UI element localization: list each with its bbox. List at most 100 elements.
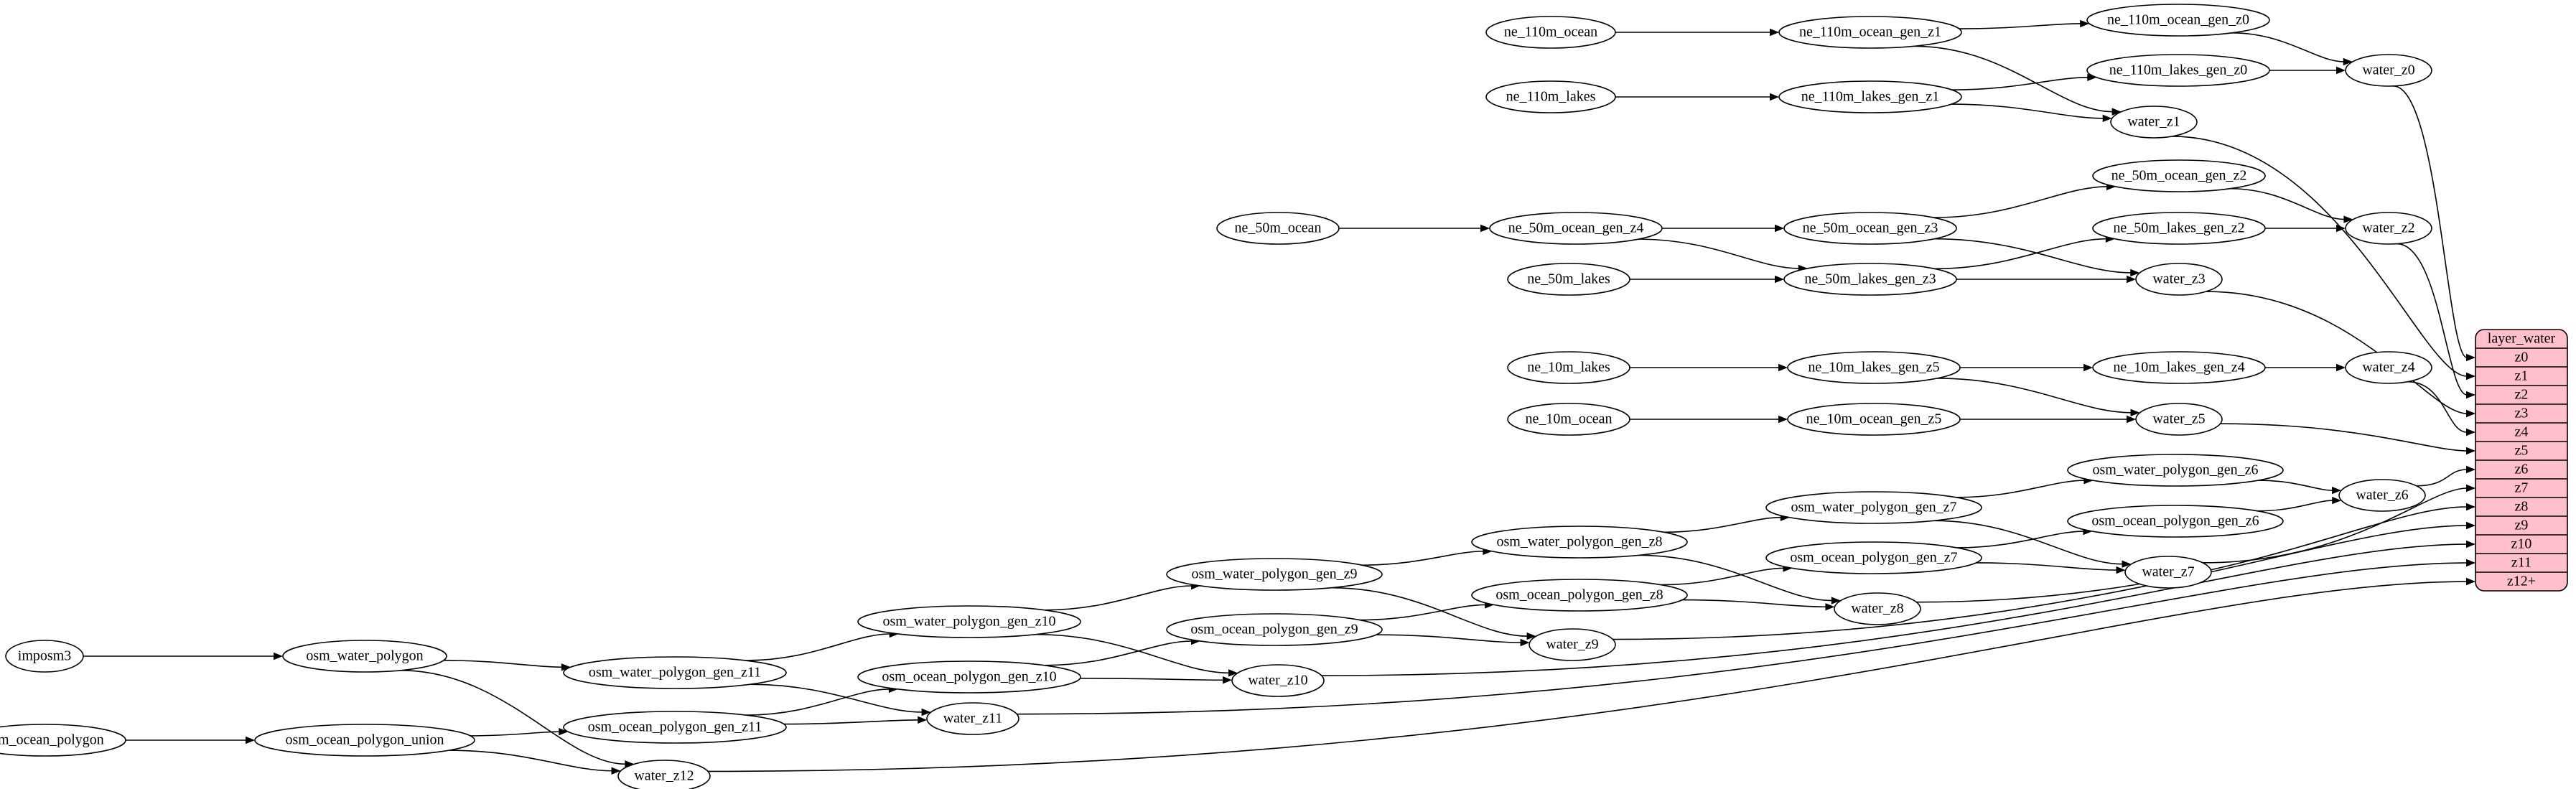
record-row-z4[interactable]: z4: [2515, 424, 2529, 440]
graph-node-ne_50m_lakes_gen_z2[interactable]: ne_50m_lakes_gen_z2: [2092, 212, 2266, 245]
graph-node-osm_ocean_polygon_union[interactable]: osm_ocean_polygon_union: [254, 724, 475, 757]
graph-node-osm_ocean_polygon_gen_z11[interactable]: osm_ocean_polygon_gen_z11: [563, 711, 787, 744]
graph-node-osm_ocean_polygon[interactable]: osm_ocean_polygon: [0, 724, 126, 757]
edge-arrowhead: [2111, 108, 2122, 116]
edge-arrowhead: [2102, 114, 2112, 123]
node-shape: [1507, 351, 1630, 384]
node-shape: [0, 724, 126, 757]
node-shape: [2345, 54, 2432, 87]
graph-node-ne_10m_ocean[interactable]: ne_10m_ocean: [1507, 403, 1630, 436]
edge-arrowhead: [561, 663, 571, 671]
graph-node-osm_ocean_polygon_gen_z9[interactable]: osm_ocean_polygon_gen_z9: [1166, 613, 1383, 646]
graph-node-ne_50m_lakes_gen_z3[interactable]: ne_50m_lakes_gen_z3: [1783, 263, 1957, 296]
node-shape: [1765, 491, 1982, 524]
record-row-z9[interactable]: z9: [2515, 518, 2529, 533]
record-row-z3[interactable]: z3: [2515, 406, 2529, 421]
graph-node-ne_110m_ocean[interactable]: ne_110m_ocean: [1485, 16, 1616, 49]
graph-node-ne_50m_ocean_gen_z3[interactable]: ne_50m_ocean_gen_z3: [1783, 212, 1957, 245]
edge-osm_ocean_polygon_union-to-water_z12: [449, 750, 612, 772]
node-shape: [1783, 212, 1957, 245]
record-row-z0[interactable]: z0: [2515, 350, 2529, 365]
graph-node-ne_110m_lakes_gen_z0[interactable]: ne_110m_lakes_gen_z0: [2086, 54, 2270, 87]
record-row-z11[interactable]: z11: [2511, 555, 2531, 571]
graph-node-osm_water_polygon_gen_z6[interactable]: osm_water_polygon_gen_z6: [2067, 454, 2284, 487]
graph-node-ne_50m_ocean_gen_z2[interactable]: ne_50m_ocean_gen_z2: [2092, 159, 2266, 192]
record-row-z8[interactable]: z8: [2515, 499, 2529, 515]
graph-node-osm_ocean_polygon_gen_z10[interactable]: osm_ocean_polygon_gen_z10: [857, 660, 1081, 694]
record-row-z7[interactable]: z7: [2515, 480, 2529, 496]
graph-node-water_z2[interactable]: water_z2: [2345, 212, 2432, 245]
edge-osm_ocean_polygon_gen_z11-to-water_z11: [783, 719, 919, 725]
graph-node-water_z5[interactable]: water_z5: [2135, 403, 2223, 436]
graph-node-ne_10m_ocean_gen_z5[interactable]: ne_10m_ocean_gen_z5: [1787, 403, 1961, 436]
graph-node-osm_water_polygon_gen_z10[interactable]: osm_water_polygon_gen_z10: [857, 605, 1081, 638]
node-label: ne_10m_lakes: [1527, 360, 1610, 375]
graph-node-water_z10[interactable]: water_z10: [1231, 664, 1325, 697]
graph-node-water_z8[interactable]: water_z8: [1834, 592, 1921, 625]
graph-node-ne_10m_lakes_gen_z4[interactable]: ne_10m_lakes_gen_z4: [2092, 351, 2266, 384]
node-label: water_z5: [2152, 411, 2205, 427]
node-label: water_z0: [2362, 62, 2414, 78]
edge-arrowhead: [1228, 669, 1238, 677]
graph-node-osm_water_polygon_gen_z8[interactable]: osm_water_polygon_gen_z8: [1471, 526, 1688, 559]
graph-node-ne_110m_ocean_gen_z0[interactable]: ne_110m_ocean_gen_z0: [2086, 4, 2270, 37]
edge-arrowhead: [2466, 559, 2475, 567]
record-header-label: layer_water: [2488, 331, 2556, 347]
record-row-z12+[interactable]: z12+: [2507, 574, 2536, 589]
graph-node-water_z0[interactable]: water_z0: [2345, 54, 2432, 87]
graph-node-osm_ocean_polygon_gen_z8[interactable]: osm_ocean_polygon_gen_z8: [1471, 579, 1688, 612]
node-shape: [1529, 628, 1616, 661]
graph-node-imposm3[interactable]: imposm3: [5, 640, 84, 673]
node-shape: [2067, 505, 2284, 538]
node-label: osm_water_polygon_gen_z11: [589, 665, 761, 681]
record-node-layer-water[interactable]: layer_water z0 z1 z2 z3 z4 z5 z6 z7 z8 z9 z10 z11 z12…: [2475, 329, 2568, 592]
graph-node-ne_50m_ocean[interactable]: ne_50m_ocean: [1216, 212, 1340, 245]
node-shape: [1787, 403, 1961, 436]
graph-node-osm_water_polygon[interactable]: osm_water_polygon: [282, 640, 447, 673]
edge-arrowhead: [1778, 415, 1788, 424]
graph-node-ne_110m_lakes_gen_z1[interactable]: ne_110m_lakes_gen_z1: [1778, 80, 1962, 113]
graph-node-water_z3[interactable]: water_z3: [2135, 263, 2223, 296]
record-node-layer: layer_water z0 z1 z2 z3 z4 z5 z6 z7 z8 z9 z10 z11 z12…: [2475, 329, 2568, 592]
edge-osm_water_polygon_gen_z7-to-water_z7: [1933, 520, 2123, 565]
graph-node-osm_ocean_polygon_gen_z6[interactable]: osm_ocean_polygon_gen_z6: [2067, 505, 2284, 538]
node-shape: [1507, 263, 1630, 296]
edge-water_z5-to-layer-water-z5: [2220, 423, 2468, 452]
graph-node-ne_110m_lakes[interactable]: ne_110m_lakes: [1485, 80, 1616, 113]
edge-arrowhead: [2466, 372, 2475, 381]
record-row-z1[interactable]: z1: [2515, 368, 2529, 384]
graph-node-water_z9[interactable]: water_z9: [1529, 628, 1616, 661]
graph-node-water_z4[interactable]: water_z4: [2345, 351, 2432, 384]
graph-node-ne_10m_lakes[interactable]: ne_10m_lakes: [1507, 351, 1630, 384]
node-shape: [2135, 263, 2223, 296]
node-shape: [1471, 579, 1688, 612]
graph-node-osm_ocean_polygon_gen_z7[interactable]: osm_ocean_polygon_gen_z7: [1765, 541, 1982, 574]
node-label: water_z3: [2152, 271, 2205, 287]
graph-node-water_z1[interactable]: water_z1: [2110, 106, 2198, 139]
record-row-z10[interactable]: z10: [2511, 536, 2532, 552]
node-shape: [563, 656, 787, 689]
graph-node-osm_water_polygon_gen_z9[interactable]: osm_water_polygon_gen_z9: [1166, 558, 1383, 591]
graph-node-water_z11[interactable]: water_z11: [926, 702, 1019, 735]
edge-arrowhead: [2466, 409, 2475, 418]
record-row-z5[interactable]: z5: [2515, 443, 2529, 459]
node-shape: [1507, 403, 1630, 436]
edge-arrowhead: [559, 728, 569, 736]
node-label: ne_10m_lakes_gen_z5: [1808, 360, 1939, 375]
graph-node-water_z6[interactable]: water_z6: [2338, 479, 2426, 512]
graph-node-ne_50m_lakes[interactable]: ne_50m_lakes: [1507, 263, 1630, 296]
graph-node-ne_50m_ocean_gen_z4[interactable]: ne_50m_ocean_gen_z4: [1489, 212, 1663, 245]
node-label: osm_ocean_polygon_gen_z9: [1190, 622, 1358, 638]
edge-arrowhead: [274, 652, 283, 660]
edge-arrowhead: [921, 708, 931, 716]
record-row-z2[interactable]: z2: [2515, 387, 2529, 403]
graph-node-water_z7[interactable]: water_z7: [2124, 556, 2212, 589]
edge-water_z7-to-layer-water-z7: [2203, 487, 2468, 564]
graph-node-osm_water_polygon_gen_z7[interactable]: osm_water_polygon_gen_z7: [1765, 491, 1982, 524]
graph-node-water_z12[interactable]: water_z12: [617, 760, 711, 789]
graph-node-ne_110m_ocean_gen_z1[interactable]: ne_110m_ocean_gen_z1: [1778, 16, 1962, 49]
record-row-z6[interactable]: z6: [2515, 462, 2529, 477]
graph-node-ne_10m_lakes_gen_z5[interactable]: ne_10m_lakes_gen_z5: [1787, 351, 1961, 384]
graph-node-osm_water_polygon_gen_z11[interactable]: osm_water_polygon_gen_z11: [563, 656, 787, 689]
edge-water_z10-to-layer-water-z10: [1321, 543, 2468, 676]
